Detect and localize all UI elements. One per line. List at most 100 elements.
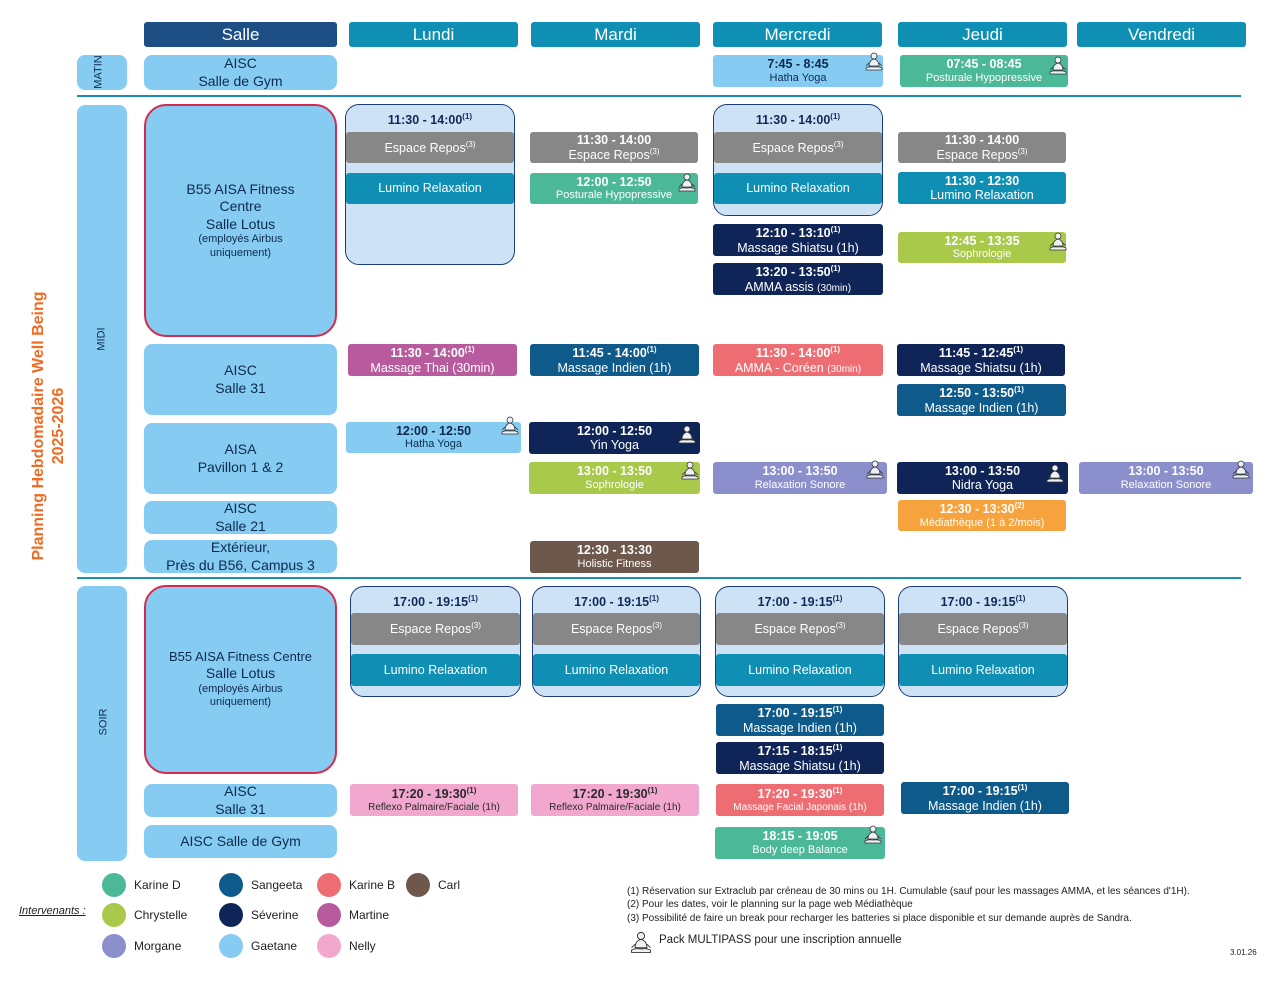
event-mer-soir-repos[interactable]: Espace Repos(3) <box>716 613 884 645</box>
event-lun-pav-hatha[interactable]: 12:00 - 12:50 Hatha Yoga <box>346 422 521 453</box>
meditation-icon <box>678 425 696 444</box>
event-time: 11:30 - 14:00 <box>576 132 652 147</box>
room-line: Extérieur, <box>210 539 271 555</box>
event-jeu-21-mediatheque[interactable]: 12:30 - 13:30(2) Médiathèque (1 à 2/mois… <box>898 500 1066 531</box>
event-mar-pav-sophro[interactable]: 13:00 - 13:50 Sophrologie <box>529 462 700 494</box>
event-time: 11:45 - 14:00 <box>572 346 647 361</box>
event-mar-ext-holistic[interactable]: 12:30 - 13:30 Holistic Fitness <box>530 541 699 573</box>
event-mer-midi-amma[interactable]: 13:20 - 13:50(1) AMMA assis (30min) <box>713 263 883 295</box>
room-line: Salle 31 <box>215 379 266 396</box>
event-mar-31-indien[interactable]: 11:45 - 14:00(1) Massage Indien (1h) <box>530 344 699 376</box>
room-line: B55 AISA Fitness <box>186 180 295 197</box>
footnote-ref: (1) <box>1013 345 1024 355</box>
event-mer-matin-hatha[interactable]: 7:45 - 8:45 Hatha Yoga <box>713 55 883 87</box>
event-mar-midi-repos[interactable]: 11:30 - 14:00 Espace Repos(3) <box>530 132 698 163</box>
footnote-ref: (1) <box>832 743 843 753</box>
event-jeu-soir-repos[interactable]: Espace Repos(3) <box>899 613 1067 645</box>
event-time: 17:00 - 19:15 <box>757 706 833 721</box>
event-time: 12:10 - 13:10 <box>755 226 831 241</box>
divider-matin-midi <box>77 95 1241 97</box>
event-lun-soir-reflexo[interactable]: 17:20 - 19:30(1) Reflexo Palmaire/Facial… <box>350 784 518 816</box>
event-jeu-midi-repos[interactable]: 11:30 - 14:00 Espace Repos(3) <box>898 132 1066 163</box>
room-aisc-gym-soir: AISC Salle de Gym <box>144 825 337 858</box>
event-mer-pav-sonore[interactable]: 13:00 - 13:50 Relaxation Sonore <box>713 462 887 494</box>
footnote-ref: (1) <box>646 345 657 355</box>
footnote-ref: (1) <box>649 594 659 603</box>
footnote-ref: (1) <box>647 786 658 796</box>
event-name: Lumino Relaxation <box>931 662 1035 677</box>
event-name: Lumino Relaxation <box>383 662 488 677</box>
event-time: 17:00 - 19:15 <box>942 784 1018 799</box>
room-line: Salle 21 <box>215 517 266 534</box>
event-mar-soir-reflexo[interactable]: 17:20 - 19:30(1) Reflexo Palmaire/Facial… <box>531 784 699 816</box>
section-midi <box>77 105 127 573</box>
room-exterieur: Extérieur, Près du B56, Campus 3 <box>144 539 337 573</box>
event-mer-soir-facial[interactable]: 17:20 - 19:30(1) Massage Facial Japonais… <box>716 784 884 816</box>
meditation-icon <box>678 173 696 192</box>
event-jeu-soir-indien[interactable]: 17:00 - 19:15(1) Massage Indien (1h) <box>901 782 1069 814</box>
room-aisc31-soir: AISC Salle 31 <box>144 783 337 817</box>
event-jeu-midi-lumino[interactable]: 11:30 - 12:30 Lumino Relaxation <box>898 172 1066 204</box>
section-matin-label: MATIN <box>92 55 105 89</box>
event-lun-midi-lumino[interactable]: Lumino Relaxation <box>346 173 514 204</box>
event-lun-soir-repos[interactable]: Espace Repos(3) <box>351 613 520 645</box>
event-time: 17:20 - 19:30 <box>572 787 648 802</box>
event-mer-soir-shiatsu[interactable]: 17:15 - 18:15(1) Massage Shiatsu (1h) <box>716 742 884 774</box>
event-jeu-31-indien[interactable]: 12:50 - 13:50(1) Massage Indien (1h) <box>897 384 1066 416</box>
footnote-ref: (3) <box>835 621 846 631</box>
group-time: 17:00 - 19:15(1) <box>716 594 884 609</box>
event-mer-midi-shiatsu[interactable]: 12:10 - 13:10(1) Massage Shiatsu (1h) <box>713 224 883 256</box>
event-name: Espace Repos <box>754 622 836 637</box>
legend-item-label: Karine B <box>349 878 396 892</box>
event-jeu-matin-posturale[interactable]: 07:45 - 08:45 Posturale Hypopressive <box>900 55 1068 87</box>
room-line: uniquement) <box>209 696 272 709</box>
event-lun-soir-lumino[interactable]: Lumino Relaxation <box>351 654 520 686</box>
footnote-ref: (3) <box>1017 146 1028 156</box>
event-jeu-soir-lumino[interactable]: Lumino Relaxation <box>899 654 1067 686</box>
event-mer-midi-lumino[interactable]: Lumino Relaxation <box>714 173 882 204</box>
event-ven-pav-sonore[interactable]: 13:00 - 13:50 Relaxation Sonore <box>1079 462 1253 494</box>
event-jeu-midi-sophro[interactable]: 12:45 - 13:35 Sophrologie <box>898 232 1066 263</box>
event-mer-midi-repos[interactable]: Espace Repos(3) <box>714 132 882 163</box>
event-mar-pav-yin[interactable]: 12:00 - 12:50 Yin Yoga <box>529 422 700 454</box>
event-mer-soir-lumino[interactable]: Lumino Relaxation <box>716 654 884 686</box>
event-name: Massage Indien (1h) <box>924 400 1039 415</box>
event-time: 12:45 - 13:35 <box>944 233 1020 248</box>
legend-item-label: Morgane <box>134 939 182 953</box>
footnote-ref: (1) <box>830 112 841 121</box>
event-mer-soir-indien[interactable]: 17:00 - 19:15(1) Massage Indien (1h) <box>716 704 884 736</box>
event-jeu-31-shiatsu[interactable]: 11:45 - 12:45(1) Massage Shiatsu (1h) <box>897 344 1065 376</box>
event-time: 11:30 - 14:00 <box>944 132 1020 147</box>
title-part: Well Being <box>30 291 47 373</box>
header-jeudi: Jeudi <box>898 22 1067 47</box>
event-name: Posturale Hypopressive <box>555 189 673 202</box>
event-name: Espace Repos <box>568 148 650 163</box>
event-lun-31-thai[interactable]: 11:30 - 14:00(1) Massage Thai (30min) <box>348 344 517 376</box>
event-name: Massage Thai (30min) <box>370 360 495 375</box>
event-mar-soir-repos[interactable]: Espace Repos(3) <box>533 613 700 645</box>
legend-swatch <box>317 873 341 897</box>
event-mer-gym-body[interactable]: 18:15 - 19:05 Body deep Balance <box>715 827 885 859</box>
legend-item-label: Gaetane <box>251 939 298 953</box>
event-lun-midi-repos[interactable]: Espace Repos(3) <box>346 132 514 163</box>
time-text: 17:00 - 19:15 <box>940 595 1016 610</box>
event-name: AMMA - Coréen <box>734 360 824 375</box>
legend-item-label: Martine <box>349 908 390 922</box>
event-name: Relaxation Sonore <box>754 478 846 491</box>
event-time: 11:30 - 14:00 <box>755 346 831 361</box>
footnote-ref: (3) <box>1018 621 1029 631</box>
event-duration: (30min) <box>817 282 852 294</box>
version-label: 3.01.26 <box>1230 948 1257 957</box>
footnote-ref: (1) <box>468 594 478 603</box>
event-mar-soir-lumino[interactable]: Lumino Relaxation <box>533 654 700 686</box>
meditation-icon <box>866 460 884 479</box>
event-mer-31-amma[interactable]: 11:30 - 14:00(1) AMMA - Coréen (30min) <box>713 344 883 376</box>
divider-midi-soir <box>77 577 1241 579</box>
room-line: (employés Airbus <box>198 682 283 695</box>
event-mar-midi-posturale[interactable]: 12:00 - 12:50 Posturale Hypopressive <box>530 173 698 204</box>
group-time: 11:30 - 14:00(1) <box>714 112 882 127</box>
event-time: 13:00 - 13:50 <box>1128 464 1204 479</box>
event-jeu-pav-nidra[interactable]: 13:00 - 13:50 Nidra Yoga <box>897 462 1068 494</box>
room-line: AISC <box>224 783 257 799</box>
legend-label: Intervenants : <box>19 905 86 917</box>
